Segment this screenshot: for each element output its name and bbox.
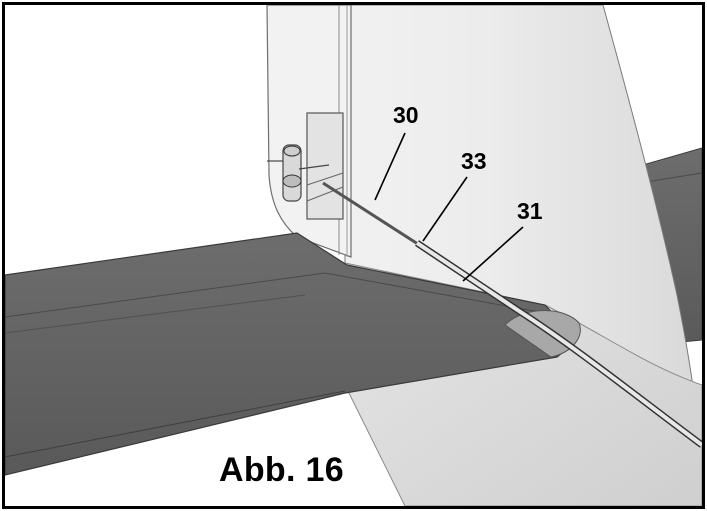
tail-assembly-illustration: 30 33 31 xyxy=(5,5,702,506)
leader-30 xyxy=(374,132,406,201)
callout-30: 30 xyxy=(393,102,419,128)
figure-caption: Abb. 16 xyxy=(219,451,344,489)
bowden-cable-inner xyxy=(322,181,436,257)
leader-31 xyxy=(462,226,524,282)
callout-31: 31 xyxy=(517,198,543,224)
callout-33: 33 xyxy=(461,148,487,174)
clevis xyxy=(267,144,330,202)
leader-33 xyxy=(422,176,468,242)
